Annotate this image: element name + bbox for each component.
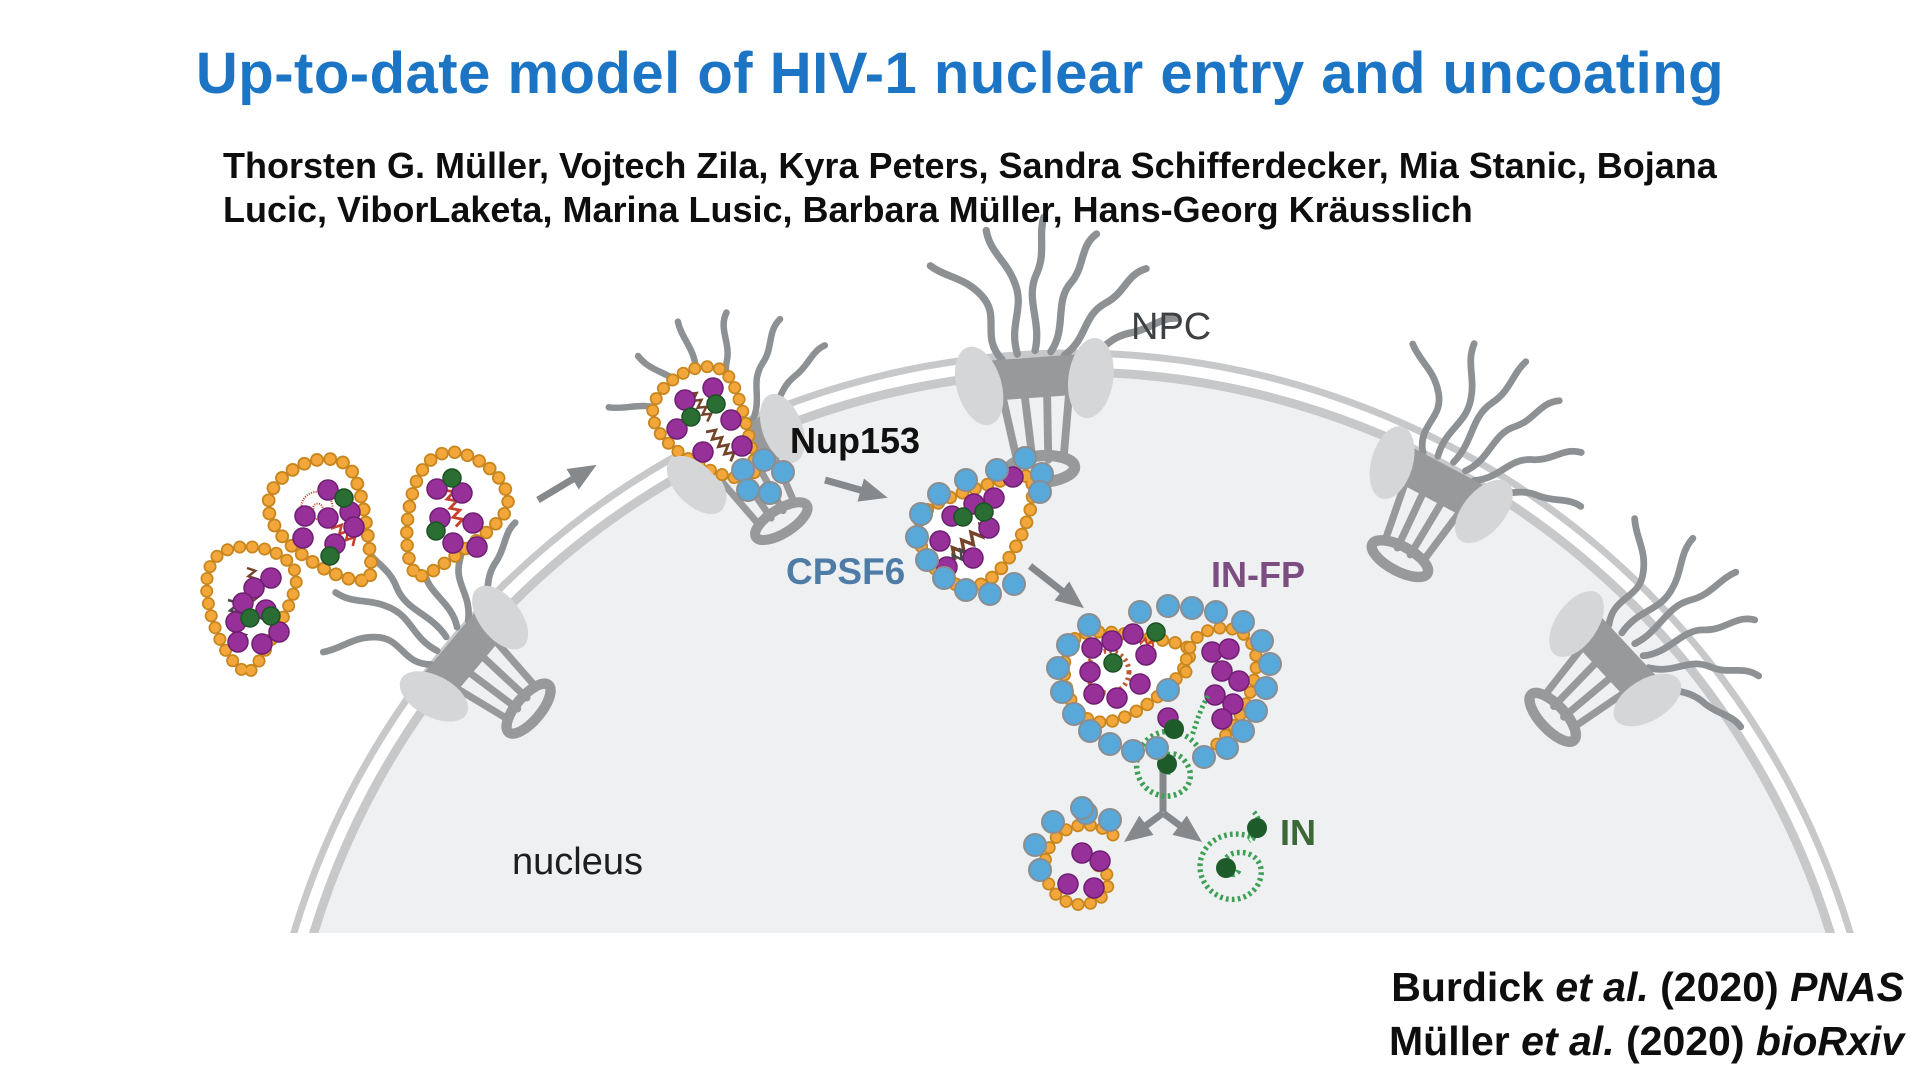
vdna-tail <box>1189 694 1211 737</box>
authors-line-1: Thorsten G. Müller, Vojtech Zila, Kyra P… <box>223 145 1717 186</box>
citation-line: Burdick et al. (2020) PNAS <box>1389 961 1904 1014</box>
authors-line-2: Lucic, ViborLaketa, Marina Lusic, Barbar… <box>223 188 1473 230</box>
arrow-nup153 <box>824 476 888 502</box>
citation-author: Müller <box>1389 1017 1522 1064</box>
flow-arrows <box>536 464 1203 842</box>
split-arrow-right <box>1160 810 1203 842</box>
capsid-docking-npc <box>639 351 795 515</box>
citation-etal: et al. <box>1555 964 1649 1011</box>
label-in-fp: IN-FP <box>1211 554 1305 595</box>
capsid-cytoplasm-3 <box>201 544 299 675</box>
label-cpsf6: CPSF6 <box>786 551 906 592</box>
broken-capsid-shell <box>1023 796 1122 912</box>
authors-block: Thorsten G. Müller, Vojtech Zila, Kyra P… <box>223 144 1717 232</box>
citations-block: Burdick et al. (2020) PNAS Müller et al.… <box>1389 961 1904 1068</box>
citation-etal: et al. <box>1521 1017 1615 1064</box>
citation-year: (2020) <box>1648 964 1791 1011</box>
split-arrow-left <box>1123 810 1166 842</box>
uncoating-complex <box>1046 594 1282 809</box>
capsid-cytoplasm-2 <box>376 439 521 598</box>
citation-line: Müller et al. (2020) bioRxiv <box>1389 1015 1904 1068</box>
arrow-to-infp <box>1027 563 1084 609</box>
released-in-vdna <box>1193 810 1270 907</box>
citation-journal: bioRxiv <box>1755 1017 1904 1064</box>
citation-author: Burdick <box>1391 964 1556 1011</box>
label-nup153: Nup153 <box>790 420 921 461</box>
citation-year: (2020) <box>1614 1017 1756 1064</box>
label-in: IN <box>1280 812 1316 853</box>
arrow-to-npc <box>536 464 597 504</box>
label-nucleus: nucleus <box>512 841 643 883</box>
capsid-cpsf6-coated <box>902 445 1062 605</box>
label-npc: NPC <box>1131 306 1212 348</box>
citation-journal: PNAS <box>1790 964 1904 1011</box>
slide-title: Up-to-date model of HIV-1 nuclear entry … <box>195 41 1725 106</box>
capsid-cytoplasm-1 <box>254 443 405 606</box>
